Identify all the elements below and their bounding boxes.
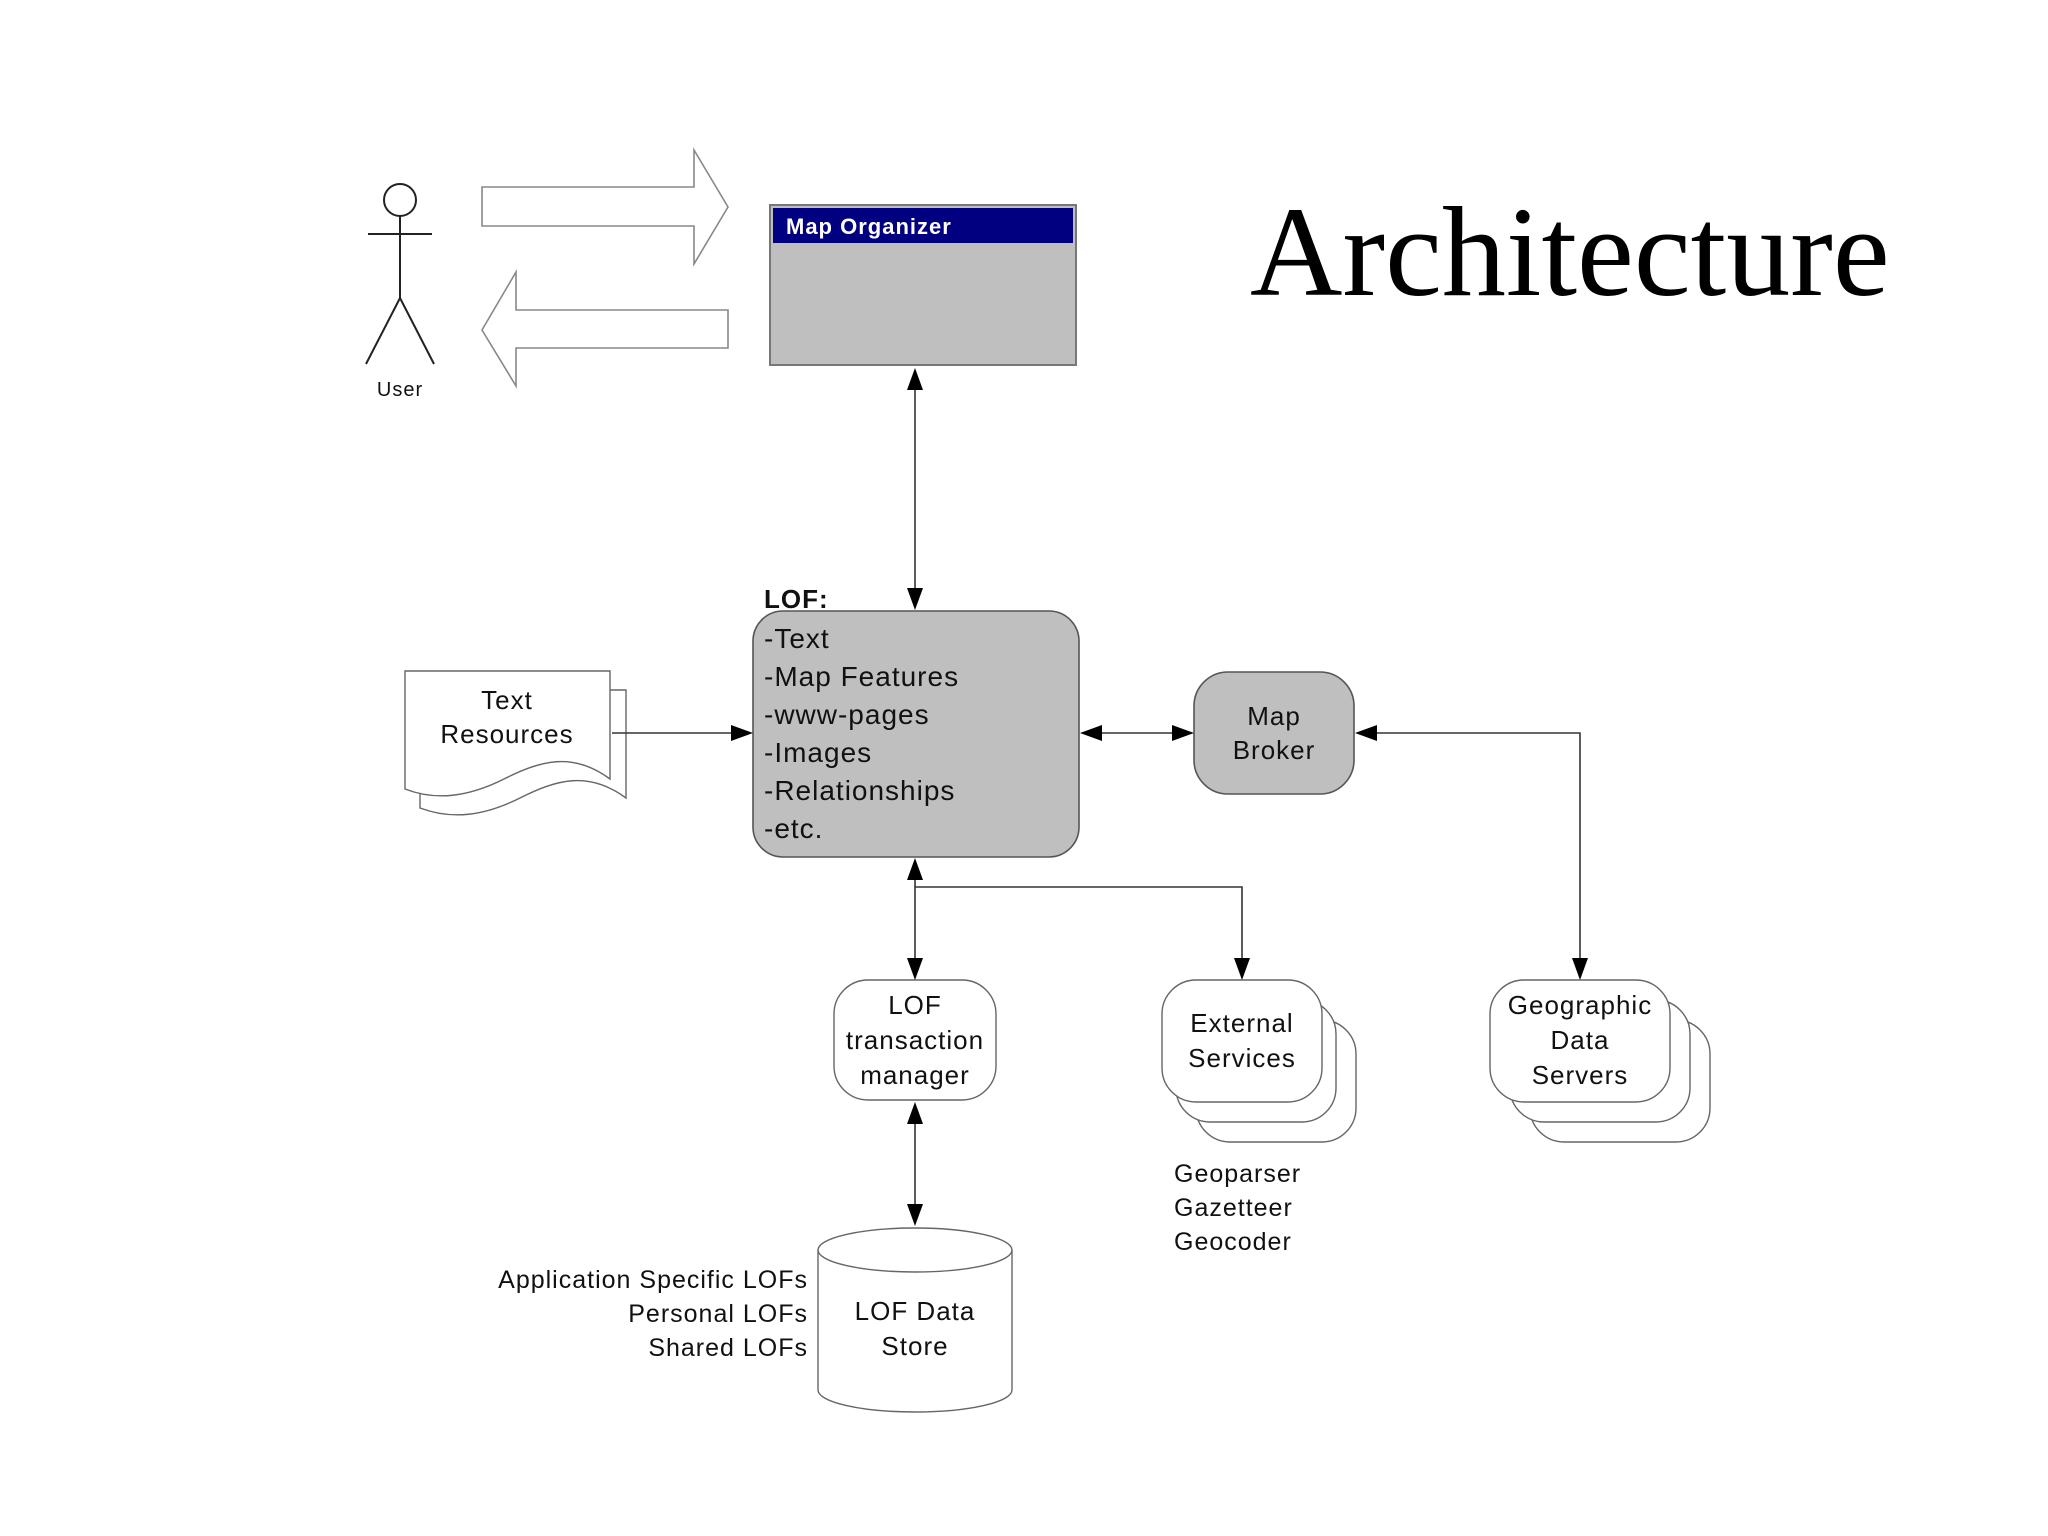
- map-organizer-title: Map Organizer: [786, 214, 952, 239]
- lof-data-store-line-2: Store: [881, 1331, 948, 1361]
- text-resources-line-2: Resources: [440, 719, 573, 749]
- arrowhead-up-icon: [907, 1102, 923, 1124]
- map-organizer-window[interactable]: Map Organizer: [769, 204, 1077, 366]
- arrowhead-left-icon: [1080, 725, 1102, 741]
- lof-data-store-note-application-specific: Application Specific LOFs: [498, 1266, 808, 1294]
- text-resources-document-icon[interactable]: [404, 670, 627, 816]
- lof-item-www-pages: -www-pages: [764, 699, 930, 730]
- text-resources-line-1: Text: [481, 685, 533, 715]
- lof-transaction-manager-line-3: manager: [860, 1060, 970, 1090]
- lof-data-store-note-shared: Shared LOFs: [648, 1334, 808, 1362]
- edge-lof-external: [915, 886, 1243, 958]
- lof-item-etc: -etc.: [764, 813, 823, 844]
- map-broker-line-2: Broker: [1233, 735, 1316, 765]
- lof-heading: LOF:: [764, 584, 829, 614]
- lof-item-relationships: -Relationships: [764, 775, 955, 806]
- lof-data-store-note-personal: Personal LOFs: [628, 1300, 808, 1328]
- arrowhead-down-icon: [907, 958, 923, 980]
- response-arrow-icon: [481, 269, 729, 389]
- lof-node[interactable]: [752, 610, 1080, 858]
- map-broker-line-1: Map: [1247, 701, 1301, 731]
- lof-transaction-manager-line-1: LOF: [888, 990, 942, 1020]
- arrowhead-down-icon: [1234, 958, 1250, 980]
- edge-broker-geoservers: [1375, 732, 1581, 958]
- arrowhead-up-icon: [907, 368, 923, 390]
- lof-item-text: -Text: [764, 623, 830, 654]
- geographic-data-servers-line-3: Servers: [1532, 1060, 1629, 1090]
- arrowhead-right-icon: [731, 725, 753, 741]
- arrowhead-down-icon: [1572, 958, 1588, 980]
- user-label: User: [377, 379, 423, 401]
- external-services-note-geoparser: Geoparser: [1174, 1160, 1301, 1188]
- external-services-line-2: Services: [1188, 1043, 1296, 1073]
- lof-data-store-cylinder-icon[interactable]: [817, 1227, 1013, 1413]
- geographic-data-servers-line-2: Data: [1551, 1025, 1610, 1055]
- external-services-line-1: External: [1190, 1008, 1293, 1038]
- user-actor-icon: [365, 183, 435, 365]
- arrowhead-right-icon: [1172, 725, 1194, 741]
- arrowhead-left-icon: [1355, 725, 1377, 741]
- diagram-title: Architecture: [1250, 181, 1890, 323]
- geographic-data-servers-stack-icon[interactable]: [1489, 979, 1711, 1143]
- external-services-note-geocoder: Geocoder: [1174, 1228, 1292, 1256]
- lof-item-map-features: -Map Features: [764, 661, 959, 692]
- arrowhead-down-icon: [907, 588, 923, 610]
- request-arrow-icon: [481, 147, 729, 267]
- lof-item-images: -Images: [764, 737, 872, 768]
- geographic-data-servers-line-1: Geographic: [1508, 990, 1652, 1020]
- external-services-stack-icon[interactable]: [1161, 979, 1357, 1143]
- lof-data-store-line-1: LOF Data: [855, 1296, 976, 1326]
- external-services-note-gazetteer: Gazetteer: [1174, 1194, 1293, 1222]
- lof-transaction-manager-line-2: transaction: [846, 1025, 984, 1055]
- arrowhead-down-icon: [907, 1204, 923, 1226]
- map-broker-node[interactable]: [1193, 671, 1355, 795]
- arrowhead-up-icon: [907, 858, 923, 880]
